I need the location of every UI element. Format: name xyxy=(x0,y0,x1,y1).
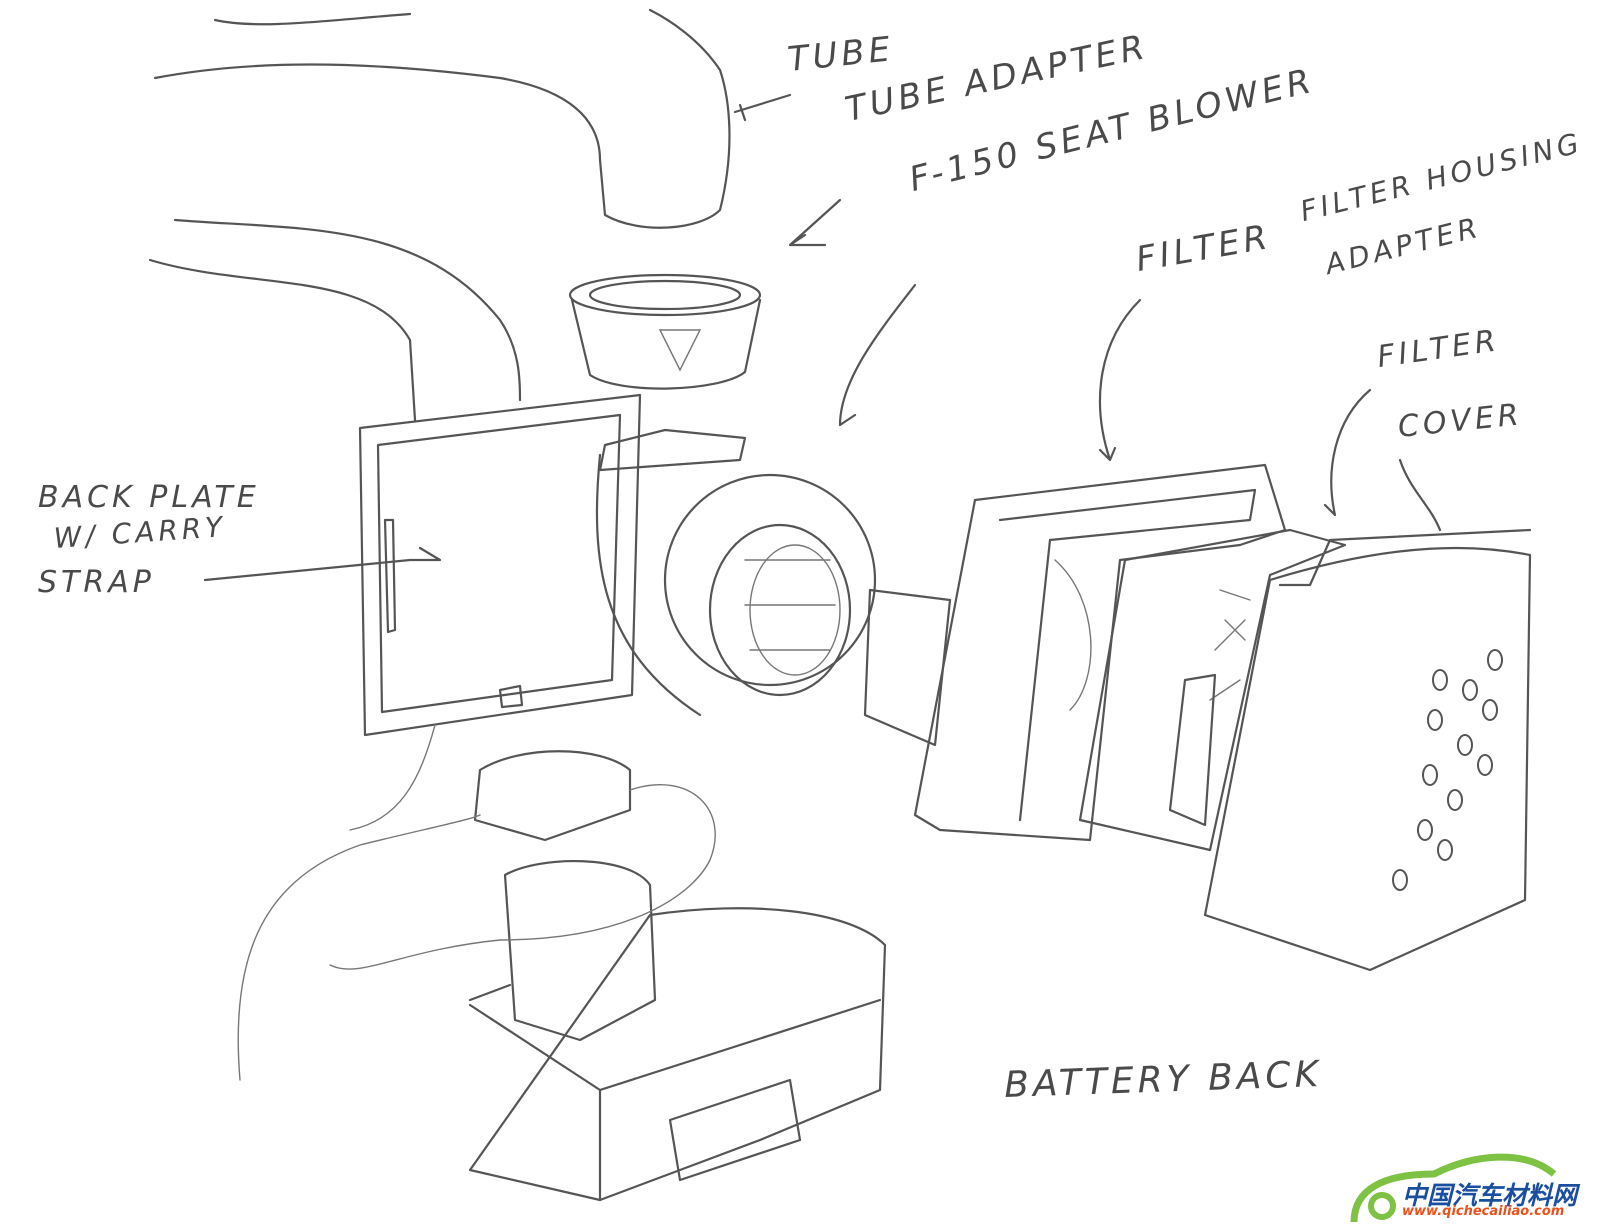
watermark-logo: 中国汽车材料网 www.qichecailiao.com xyxy=(1344,1144,1594,1224)
leader-arrows xyxy=(203,93,1442,582)
tube-drawing xyxy=(148,8,731,422)
seat-blower-drawing xyxy=(595,428,877,717)
label-back-plate-strap: STRAP xyxy=(38,565,155,600)
filter-cover-drawing xyxy=(1203,528,1532,972)
battery-pack-drawing xyxy=(237,724,887,1202)
filter-housing-adapter-drawing xyxy=(863,463,1287,842)
watermark-name: 中国汽车材料网 xyxy=(1402,1181,1578,1210)
back-plate-drawing xyxy=(358,393,642,737)
watermark-url: www.qichecailiao.com xyxy=(1402,1204,1565,1219)
label-back-plate: BACK PLATE xyxy=(38,480,260,515)
tube-adapter-drawing xyxy=(568,273,762,390)
filter-drawing xyxy=(1078,528,1347,852)
car-swoosh-icon xyxy=(1350,1153,1557,1223)
